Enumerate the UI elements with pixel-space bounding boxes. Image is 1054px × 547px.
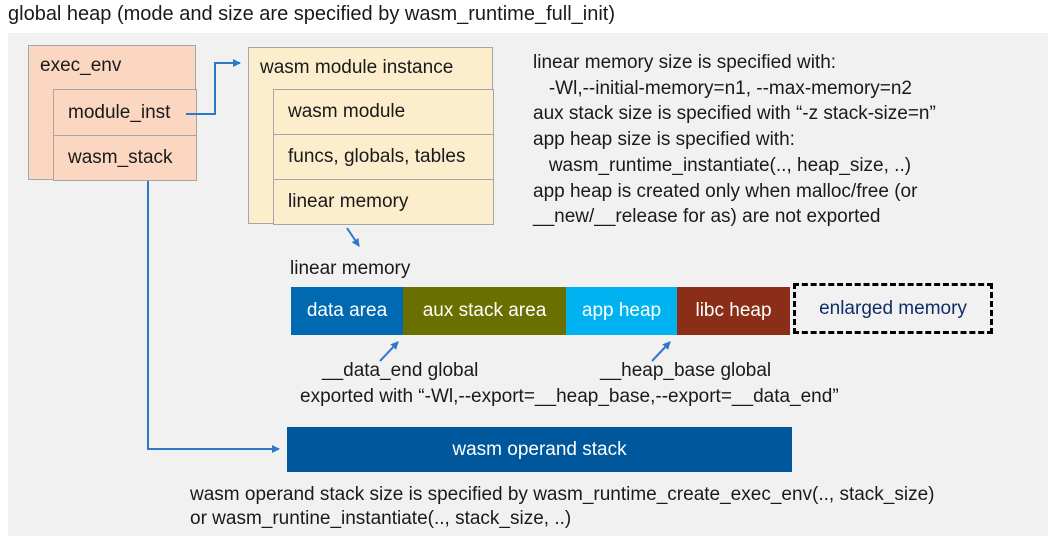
module-instance-row-linear-memory: linear memory bbox=[273, 179, 494, 225]
wasm-module-label: wasm module bbox=[288, 101, 406, 122]
data-end-annotation: __data_end global bbox=[322, 360, 479, 381]
note-line: __new/__release for as) are not exported bbox=[533, 206, 881, 228]
note-line: aux stack size is specified with “-z sta… bbox=[533, 103, 936, 125]
heap-base-annotation: __heap_base global bbox=[600, 360, 772, 381]
segment-app-heap: app heap bbox=[566, 287, 677, 335]
segment-data-area: data area bbox=[291, 287, 403, 335]
wasm-operand-stack-bar: wasm operand stack bbox=[287, 427, 792, 472]
size-notes: linear memory size is specified with: -W… bbox=[533, 50, 936, 230]
note-line: app heap size is specified with: bbox=[533, 129, 795, 151]
exec-env-field-module-inst: module_inst bbox=[53, 89, 197, 136]
segment-label: aux stack area bbox=[422, 300, 547, 321]
segment-aux-stack-area: aux stack area bbox=[403, 287, 566, 335]
note-line: app heap is created only when malloc/fre… bbox=[533, 180, 918, 202]
segment-enlarged-memory: enlarged memory bbox=[793, 283, 993, 334]
wasm-operand-stack-label: wasm operand stack bbox=[452, 438, 627, 460]
note-line: wasm operand stack size is specified by … bbox=[190, 484, 935, 505]
enlarged-memory-label: enlarged memory bbox=[819, 297, 967, 319]
note-line: linear memory size is specified with: bbox=[533, 52, 837, 73]
linear-memory-row-label: linear memory bbox=[288, 191, 409, 212]
funcs-globals-tables-label: funcs, globals, tables bbox=[288, 146, 466, 167]
segment-label: libc heap bbox=[695, 300, 772, 321]
module-inst-label: module_inst bbox=[68, 101, 171, 123]
module-instance-title: wasm module instance bbox=[260, 57, 454, 78]
note-line: -Wl,--initial-memory=n1, --max-memory=n2 bbox=[533, 77, 912, 99]
operand-stack-note: wasm operand stack size is specified by … bbox=[190, 483, 935, 530]
segment-label: data area bbox=[306, 300, 388, 321]
linear-memory-label: linear memory bbox=[290, 258, 411, 279]
exec-env-title: exec_env bbox=[40, 55, 122, 76]
exec-env-field-wasm-stack: wasm_stack bbox=[53, 135, 197, 181]
wasm-stack-label: wasm_stack bbox=[68, 147, 173, 168]
module-instance-row-wasm-module: wasm module bbox=[273, 89, 494, 135]
note-line: wasm_runtime_instantiate(.., heap_size, … bbox=[533, 154, 912, 176]
segment-label: app heap bbox=[581, 300, 662, 321]
segment-libc-heap: libc heap bbox=[677, 287, 790, 335]
module-instance-row-funcs-globals-tables: funcs, globals, tables bbox=[273, 134, 494, 180]
page-title: global heap (mode and size are specified… bbox=[8, 3, 615, 25]
exported-annotation: exported with “-Wl,--export=__heap_base,… bbox=[300, 386, 839, 407]
note-line: or wasm_runtine_instantiate(.., stack_si… bbox=[190, 507, 572, 529]
